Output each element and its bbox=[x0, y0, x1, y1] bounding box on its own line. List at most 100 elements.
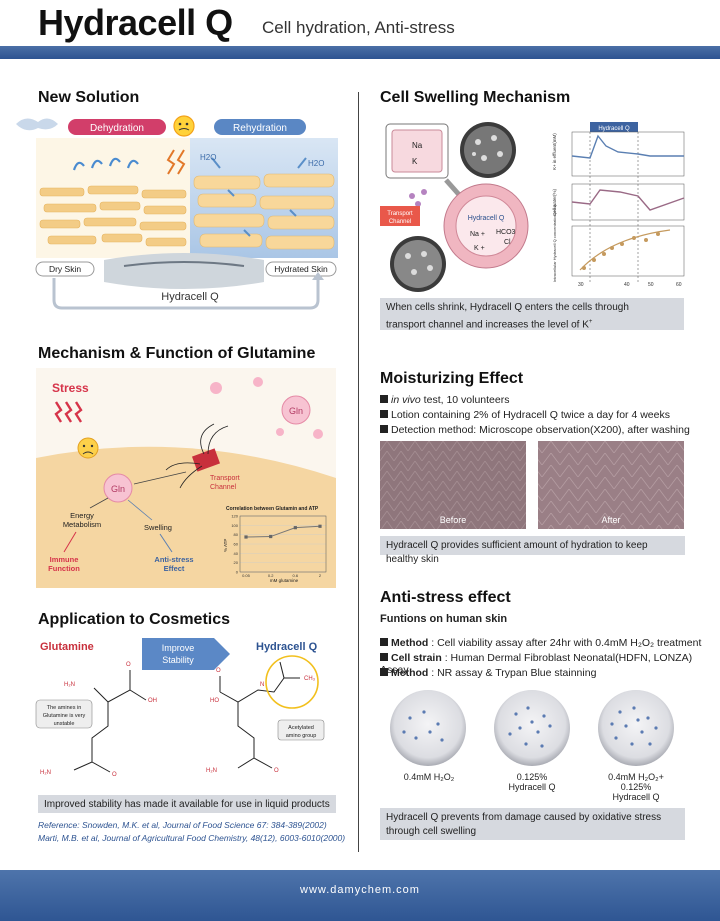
svg-text:30: 30 bbox=[578, 282, 584, 288]
antistress-subtitle: Funtions on human skin bbox=[380, 613, 508, 625]
hydracell-q-cell-label: Hydracell Q bbox=[468, 215, 505, 222]
svg-text:H₂N: H₂N bbox=[64, 682, 75, 688]
moisturizing-bullet-3: Detection method: Microscope observation… bbox=[380, 424, 690, 436]
column-divider bbox=[358, 92, 359, 852]
atp-y-tick: 0 bbox=[236, 570, 239, 575]
svg-text:O: O bbox=[216, 668, 221, 674]
footer-url[interactable]: www.damychem.com bbox=[300, 884, 420, 896]
atp-y-tick: 40 bbox=[234, 551, 239, 556]
antistress-caption: Hydracell Q prevents from damage caused … bbox=[380, 808, 685, 840]
energy-label: Energy bbox=[70, 511, 94, 520]
glutamine-diagram: Stress Gln Transport Channel Gln Energy … bbox=[36, 368, 336, 588]
atp-data-point bbox=[293, 526, 297, 530]
atp-x-tick: 0.05 bbox=[242, 573, 251, 578]
improve-label: Improve bbox=[162, 643, 195, 653]
cosmetics-title: Application to Cosmetics bbox=[38, 611, 231, 628]
chart-y3-label: Intracellular Hydracell Q concentration(… bbox=[552, 204, 557, 282]
dehydration-label: Dehydration bbox=[90, 123, 144, 134]
cell-swelling-caption: When cells shrink, Hydracell Q enters th… bbox=[380, 298, 684, 330]
atp-series-line bbox=[245, 525, 321, 538]
glutamine-title: Mechanism & Function of Glutamine bbox=[38, 345, 316, 362]
stability-label: Stability bbox=[162, 655, 194, 665]
svg-text:40: 40 bbox=[624, 282, 630, 288]
rehydration-label: Rehydration bbox=[233, 123, 287, 134]
cell-swelling-charts: Hydracell Q K+ in effluent(mM) Cell wate… bbox=[552, 122, 685, 288]
hydracell-q-label: Hydracell Q bbox=[161, 291, 219, 303]
gln-outside-label: Gln bbox=[289, 406, 303, 416]
atp-data-point bbox=[318, 524, 322, 528]
page-footer: www.damychem.com bbox=[0, 870, 720, 921]
svg-text:CH₃: CH₃ bbox=[304, 676, 316, 682]
channel-label: Channel bbox=[210, 484, 237, 491]
svg-text:Channel: Channel bbox=[389, 219, 411, 225]
h2o-label-right: H2O bbox=[308, 159, 324, 168]
dish-1-label: 0.4mM H₂O₂ bbox=[403, 772, 455, 782]
svg-text:HO: HO bbox=[210, 698, 219, 704]
chart-y2-label: Cell water(%) bbox=[552, 188, 557, 216]
atp-y-tick: 100 bbox=[231, 523, 238, 528]
amines-note-3: unstable bbox=[54, 721, 75, 727]
brand-title: Hydracell Q bbox=[38, 2, 233, 43]
stress-label: Stress bbox=[52, 381, 89, 395]
moisturizing-title: Moisturizing Effect bbox=[380, 370, 524, 387]
new-solution-title: New Solution bbox=[38, 89, 140, 106]
cl-label: Cl bbox=[504, 239, 511, 246]
amines-note-2: Glutamine is very bbox=[43, 713, 86, 719]
header-bar bbox=[0, 46, 720, 59]
svg-text:H₂N: H₂N bbox=[40, 770, 51, 776]
atp-y-tick: 80 bbox=[234, 532, 239, 537]
antistress-label: Anti-stress bbox=[154, 555, 193, 564]
svg-text:K +: K + bbox=[474, 245, 485, 252]
atp-data-point bbox=[269, 534, 273, 539]
cosmetics-diagram: Glutamine Improve Stability Hydracell Q … bbox=[35, 638, 325, 778]
acetylated-label: Acetylated bbox=[288, 725, 314, 731]
dry-skin-label: Dry Skin bbox=[49, 264, 81, 274]
atp-chart: Correlation between Glutamin and ATP % A… bbox=[223, 506, 327, 583]
atp-chart-xlabel: mM glutamine bbox=[270, 578, 299, 583]
atp-chart-ylabel: % ATP bbox=[223, 539, 228, 552]
new-solution-illustration: Dehydration Rehydration H2O H2O Dry Skin… bbox=[16, 115, 338, 310]
moisturizing-caption: Hydracell Q provides sufficient amount o… bbox=[380, 536, 685, 565]
dish-3-label: 0.4mM H₂O₂+0.125%Hydracell Q bbox=[608, 772, 664, 802]
petri-dishes bbox=[390, 690, 674, 766]
gln-inside-label: Gln bbox=[111, 484, 125, 494]
page-header: Hydracell Q Cell hydration, Anti-stress bbox=[0, 0, 720, 48]
moisturizing-photos: Before After bbox=[380, 441, 684, 529]
reference-1: Reference: Snowden, M.K. et al, Journal … bbox=[38, 820, 327, 830]
dish-2-label: 0.125%Hydracell Q bbox=[508, 772, 556, 792]
svg-text:O: O bbox=[126, 662, 131, 668]
swelling-label: Swelling bbox=[144, 523, 172, 532]
atp-y-tick: 20 bbox=[234, 560, 239, 565]
antistress-title: Anti-stress effect bbox=[380, 589, 511, 606]
svg-text:H₂N: H₂N bbox=[206, 768, 217, 774]
moisturizing-bullet-1: in vivo test, 10 volunteers bbox=[380, 394, 509, 406]
svg-text:O: O bbox=[112, 772, 117, 778]
chart-y1-label: K+ in effluent(mM) bbox=[552, 133, 557, 170]
amino-group-label: amino group bbox=[286, 733, 317, 739]
atp-x-tick: 0.6 bbox=[293, 573, 299, 578]
svg-text:OH: OH bbox=[148, 698, 157, 704]
cell-swelling-diagram: Na K Transport Channel Hydracell Q Na + … bbox=[380, 122, 529, 292]
atp-x-tick: 0.2 bbox=[268, 573, 274, 578]
metabolism-label: Metabolism bbox=[63, 520, 101, 529]
reference-2: Marti, M.B. et al, Journal of Agricultur… bbox=[38, 833, 346, 843]
svg-text:Na +: Na + bbox=[470, 231, 485, 238]
hco3-label: HCO3 bbox=[496, 229, 516, 236]
cell-swelling-title: Cell Swelling Mechanism bbox=[380, 89, 571, 106]
function-label: Function bbox=[48, 564, 80, 573]
svg-text:50: 50 bbox=[648, 282, 654, 288]
after-label: After bbox=[601, 515, 620, 525]
svg-text:N: N bbox=[260, 682, 264, 688]
before-label: Before bbox=[440, 515, 467, 525]
atp-x-tick: 2 bbox=[319, 573, 322, 578]
moisturizing-bullet-2: Lotion containing 2% of Hydracell Q twic… bbox=[380, 409, 670, 421]
atp-y-tick: 60 bbox=[234, 542, 239, 547]
k-label: K bbox=[412, 157, 418, 166]
atp-plot-frame bbox=[239, 515, 327, 573]
amines-note-1: The amines in bbox=[47, 705, 82, 711]
cosmetics-caption: Improved stability has made it available… bbox=[38, 795, 336, 813]
antistress-method-1: Method : Cell viability assay after 24hr… bbox=[380, 637, 701, 649]
chart-hydracell-label: Hydracell Q bbox=[598, 126, 630, 132]
transport-label: Transport bbox=[210, 475, 240, 482]
hydrated-skin-label: Hydrated Skin bbox=[274, 264, 328, 274]
